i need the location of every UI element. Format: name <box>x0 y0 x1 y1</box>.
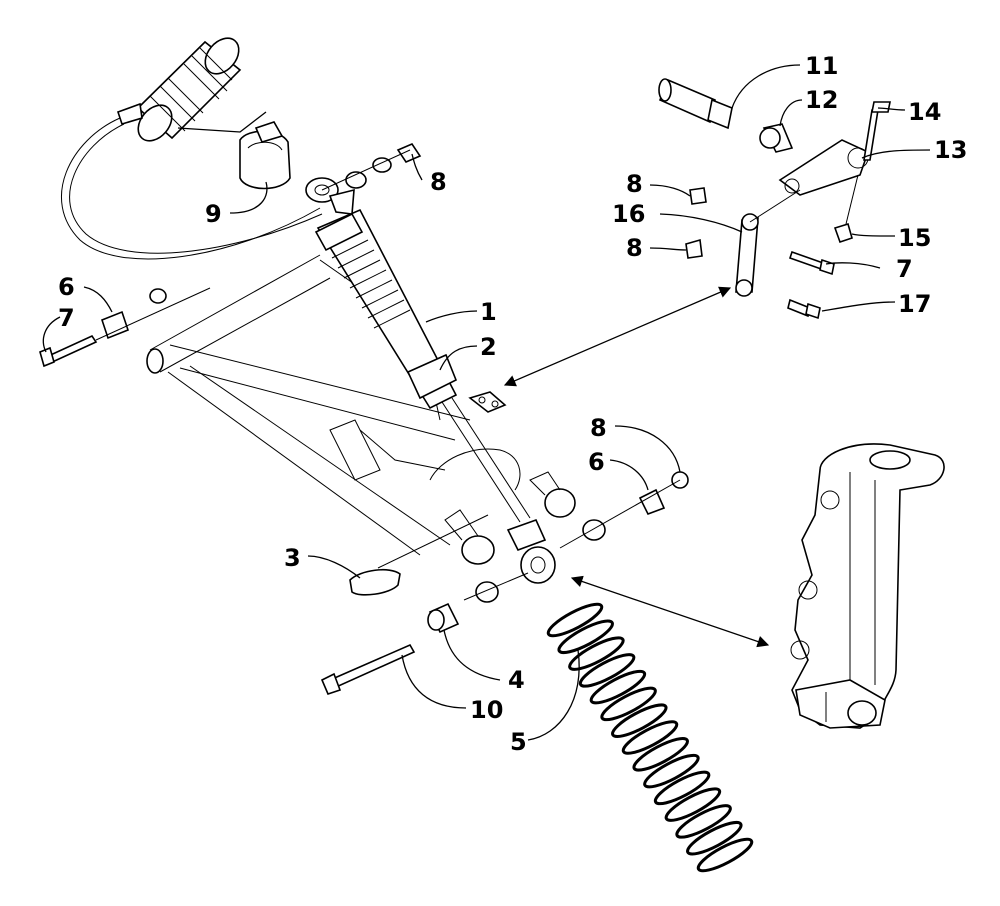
lower-pivot-hardware <box>320 471 689 695</box>
reservoir-assembly <box>61 37 323 260</box>
left-pivot-hardware <box>39 287 211 368</box>
callout-13: 13 <box>934 136 967 164</box>
callout-16: 16 <box>612 200 645 228</box>
callout-7a: 7 <box>58 304 75 332</box>
spring-coil <box>611 703 668 738</box>
callout-8b: 8 <box>626 170 643 198</box>
spring-coil <box>589 669 647 705</box>
callout-2: 2 <box>480 333 497 361</box>
callout-17: 17 <box>898 290 931 318</box>
coil-spring <box>546 602 754 873</box>
leader-lines <box>42 64 931 741</box>
callout-15: 15 <box>898 224 931 252</box>
spring-coil <box>696 837 754 873</box>
spindle <box>790 443 945 729</box>
callout-5: 5 <box>510 728 527 756</box>
callout-14: 14 <box>908 98 941 126</box>
callout-12: 12 <box>805 86 838 114</box>
callout-labels: 1 2 3 4 5 6 6 7 7 8 8 8 8 9 10 11 12 13 … <box>58 52 967 756</box>
sway-bar-linkage <box>658 78 891 320</box>
spring-coil <box>675 804 732 839</box>
callout-8a: 8 <box>430 168 447 196</box>
a-arm-frame <box>146 254 576 565</box>
spring-coil <box>632 737 689 772</box>
spring-coil <box>643 753 700 789</box>
shock-absorber <box>305 177 556 584</box>
callout-3: 3 <box>284 544 301 572</box>
spring-coil <box>578 653 636 688</box>
spring-coil <box>621 720 679 755</box>
callout-6a: 6 <box>58 273 75 301</box>
assembly-arrows <box>503 286 770 648</box>
callout-8c: 8 <box>626 234 643 262</box>
spring-coil <box>600 686 657 722</box>
callout-10: 10 <box>470 696 503 724</box>
callout-11: 11 <box>805 52 838 80</box>
callout-4: 4 <box>508 666 525 694</box>
upper-shock-hardware <box>321 143 422 215</box>
callout-1: 1 <box>480 298 497 326</box>
callout-9: 9 <box>205 200 222 228</box>
callout-8d: 8 <box>590 414 607 442</box>
spring-coil <box>664 787 722 822</box>
spring-coil <box>653 770 711 806</box>
callout-6b: 6 <box>588 448 605 476</box>
spring-coil <box>686 820 743 856</box>
callout-7b: 7 <box>896 255 913 283</box>
